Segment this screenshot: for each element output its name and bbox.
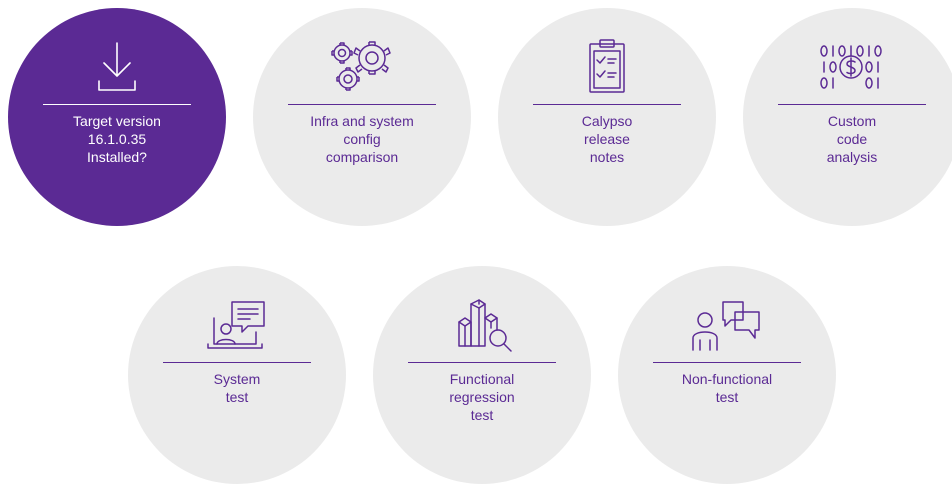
step-label-line: Installed? — [87, 149, 147, 165]
step-system-test[interactable]: System test — [128, 266, 346, 484]
step-target-version[interactable]: Target version 16.1.0.35 Installed? — [8, 8, 226, 226]
step-label-line: config — [343, 131, 381, 147]
step-label: System test — [157, 370, 317, 406]
binary-code-dollar-icon — [792, 36, 912, 98]
divider — [163, 362, 311, 363]
divider — [288, 104, 436, 105]
step-label-line: Non-functional — [681, 371, 773, 387]
step-label-line: Target version — [73, 113, 161, 129]
step-non-functional-test[interactable]: Non-functional test — [618, 266, 836, 484]
step-label: Non-functional test — [647, 370, 807, 406]
bar-chart-magnifier-icon — [422, 294, 542, 356]
step-label-line: analysis — [826, 149, 878, 165]
step-label-line: code — [836, 131, 868, 147]
step-label: Custom code analysis — [772, 112, 932, 166]
gears-icon — [302, 36, 422, 98]
step-label-line: Calypso — [581, 113, 633, 129]
step-label-line: Functional — [449, 371, 515, 387]
step-custom-code-analysis[interactable]: Custom code analysis — [743, 8, 952, 226]
checklist-clipboard-icon — [547, 36, 667, 98]
video-call-chat-icon — [177, 294, 297, 356]
step-label-line: release — [584, 131, 630, 147]
divider — [653, 362, 801, 363]
step-functional-regression-test[interactable]: Functional regression test — [373, 266, 591, 484]
step-label-line: comparison — [325, 149, 399, 165]
step-label: Target version 16.1.0.35 Installed? — [37, 112, 197, 166]
step-label-line: test — [470, 407, 494, 423]
step-label-line: 16.1.0.35 — [87, 131, 147, 147]
person-speech-bubbles-icon — [667, 294, 787, 356]
divider — [408, 362, 556, 363]
step-label: Calypso release notes — [527, 112, 687, 166]
step-label-line: notes — [589, 149, 625, 165]
step-infra-config-comparison[interactable]: Infra and system config comparison — [253, 8, 471, 226]
divider — [533, 104, 681, 105]
step-calypso-release-notes[interactable]: Calypso release notes — [498, 8, 716, 226]
step-label-line: test — [715, 389, 739, 405]
divider — [778, 104, 926, 105]
step-label: Functional regression test — [402, 370, 562, 424]
step-label-line: regression — [449, 389, 515, 405]
step-label: Infra and system config comparison — [282, 112, 442, 166]
divider — [43, 104, 191, 105]
step-label-line: test — [225, 389, 249, 405]
step-label-line: Infra and system — [310, 113, 414, 129]
step-label-line: System — [213, 371, 261, 387]
step-label-line: Custom — [827, 113, 877, 129]
download-icon — [57, 36, 177, 98]
